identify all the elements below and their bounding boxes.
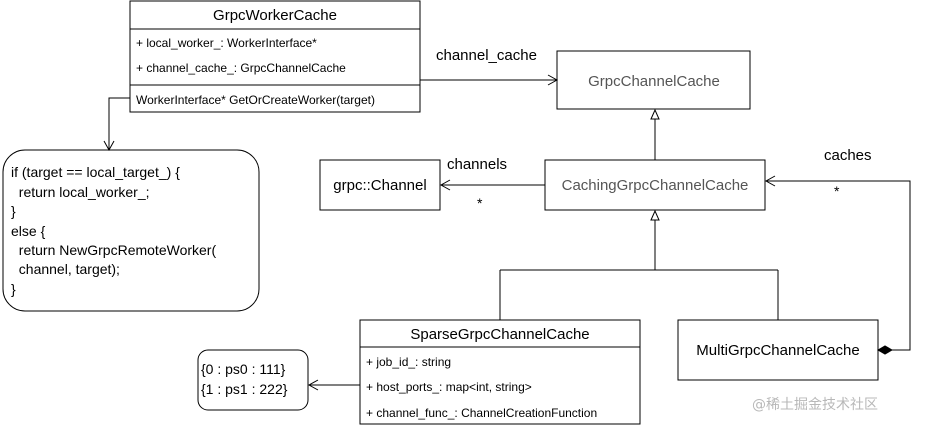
sparse-grpc-channel-cache-class: SparseGrpcChannelCache + job_id_: string… — [359, 319, 641, 425]
sparse-attr-host-ports: + host_ports_: map<int, string> — [366, 380, 532, 394]
code-line-2: return local_worker_; — [11, 184, 150, 200]
edge-label-caches: caches — [824, 147, 872, 164]
grpc-worker-cache-method: WorkerInterface* GetOrCreateWorker(targe… — [136, 93, 375, 107]
edge-label-channels: channels — [447, 156, 507, 173]
grpc-worker-cache-attr-local-worker: + local_worker_: WorkerInterface* — [136, 36, 317, 50]
grpc-channel-class: grpc::Channel — [319, 159, 441, 211]
sparse-grpc-channel-cache-title: SparseGrpcChannelCache — [410, 326, 589, 343]
caching-grpc-channel-cache-class: CachingGrpcChannelCache — [544, 159, 766, 211]
map-line-1: {0 : ps0 : 111} — [201, 361, 286, 377]
code-line-5: return NewGrpcRemoteWorker( — [11, 242, 216, 258]
code-line-6: channel, target); — [11, 261, 120, 277]
grpc-worker-cache-class: GrpcWorkerCache + local_worker_: WorkerI… — [129, 0, 421, 113]
multi-grpc-channel-cache-class: MultiGrpcChannelCache — [677, 319, 879, 381]
edge-mult-channels: * — [477, 195, 483, 211]
grpc-channel-cache-title: GrpcChannelCache — [588, 73, 720, 90]
sparse-attr-channel-func: + channel_func_: ChannelCreationFunction — [366, 406, 597, 420]
code-line-7: } — [11, 281, 16, 297]
multi-grpc-channel-cache-title: MultiGrpcChannelCache — [696, 342, 859, 359]
code-note: if (target == local_target_) { return lo… — [2, 149, 260, 312]
watermark: @稀土掘金技术社区 — [752, 397, 878, 413]
edge-mult-caches: * — [834, 183, 840, 199]
grpc-channel-title: grpc::Channel — [333, 177, 426, 194]
edge-method-to-code-note — [103, 97, 130, 152]
caching-grpc-channel-cache-title: CachingGrpcChannelCache — [562, 177, 749, 194]
code-line-4: else { — [11, 223, 46, 239]
edge-multi-caches — [764, 175, 911, 355]
code-line-3: } — [11, 203, 16, 219]
code-line-1: if (target == local_target_) { — [11, 164, 180, 180]
edges — [103, 74, 911, 391]
grpc-worker-cache-attr-channel-cache: + channel_cache_: GrpcChannelCache — [136, 61, 346, 75]
map-line-2: {1 : ps1 : 222} — [201, 381, 288, 397]
grpc-channel-cache-class: GrpcChannelCache — [556, 50, 751, 110]
sparse-attr-job-id: + job_id_: string — [366, 355, 451, 369]
edge-label-channel-cache: channel_cache — [436, 47, 537, 64]
grpc-worker-cache-title: GrpcWorkerCache — [213, 7, 337, 24]
map-note: {0 : ps0 : 111} {1 : ps1 : 222} — [197, 349, 309, 411]
